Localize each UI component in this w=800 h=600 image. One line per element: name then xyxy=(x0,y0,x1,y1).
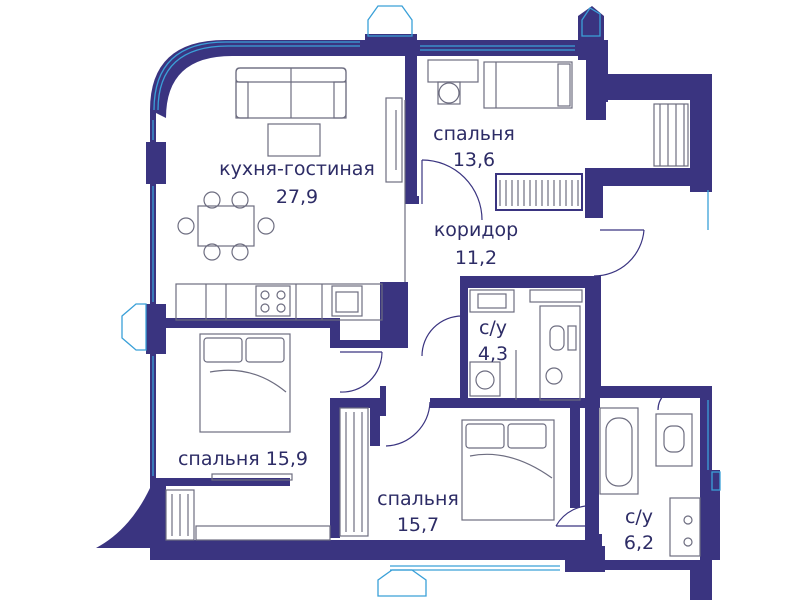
kitchen-living-area: 27,9 xyxy=(276,186,318,208)
bedroom-1-name: спальня xyxy=(433,123,515,145)
bedroom-3-name: спальня xyxy=(377,488,459,510)
bedroom-3-area: 15,7 xyxy=(397,514,439,536)
corridor-area: 11,2 xyxy=(455,247,497,269)
bedroom-3-furniture xyxy=(339,407,555,537)
windows xyxy=(96,5,721,597)
bedroom-1-furniture xyxy=(427,59,689,211)
bedroom-2-label: спальня 15,9 xyxy=(178,448,308,470)
bathroom-1-fixtures xyxy=(469,289,583,401)
bathroom-2-area: 6,2 xyxy=(624,532,654,554)
bathroom-1-name: с/у xyxy=(479,317,507,339)
bathroom-2-name: с/у xyxy=(625,506,653,528)
bedroom-1-area: 13,6 xyxy=(453,149,495,171)
doors xyxy=(339,159,681,527)
wardrobe-bedroom-1 xyxy=(499,180,579,206)
bathroom-1-area: 4,3 xyxy=(478,343,508,365)
room-labels: кухня-гостиная 27,9 спальня 13,6 коридор… xyxy=(178,123,654,554)
exterior-walls xyxy=(146,6,720,600)
interior-walls xyxy=(160,276,602,546)
bathroom-2-fixtures xyxy=(599,407,701,557)
bedroom-2-furniture xyxy=(165,333,331,541)
corridor-name: коридор xyxy=(434,219,518,241)
living-furniture xyxy=(175,67,406,321)
kitchen-living-name: кухня-гостиная xyxy=(219,158,375,180)
